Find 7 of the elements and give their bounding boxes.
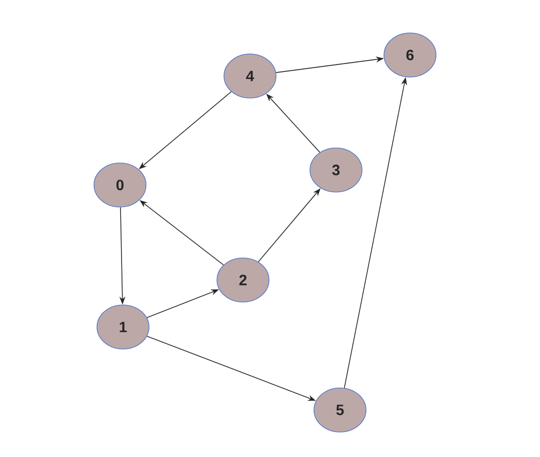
graph-node: 1	[96, 304, 150, 350]
graph-node: 3	[310, 148, 362, 192]
graph-node: 2	[216, 258, 270, 302]
graph-node: 0	[94, 162, 146, 208]
graph-node: 4	[224, 54, 276, 98]
graph-node: 5	[314, 388, 366, 432]
graph-node: 6	[384, 32, 436, 78]
